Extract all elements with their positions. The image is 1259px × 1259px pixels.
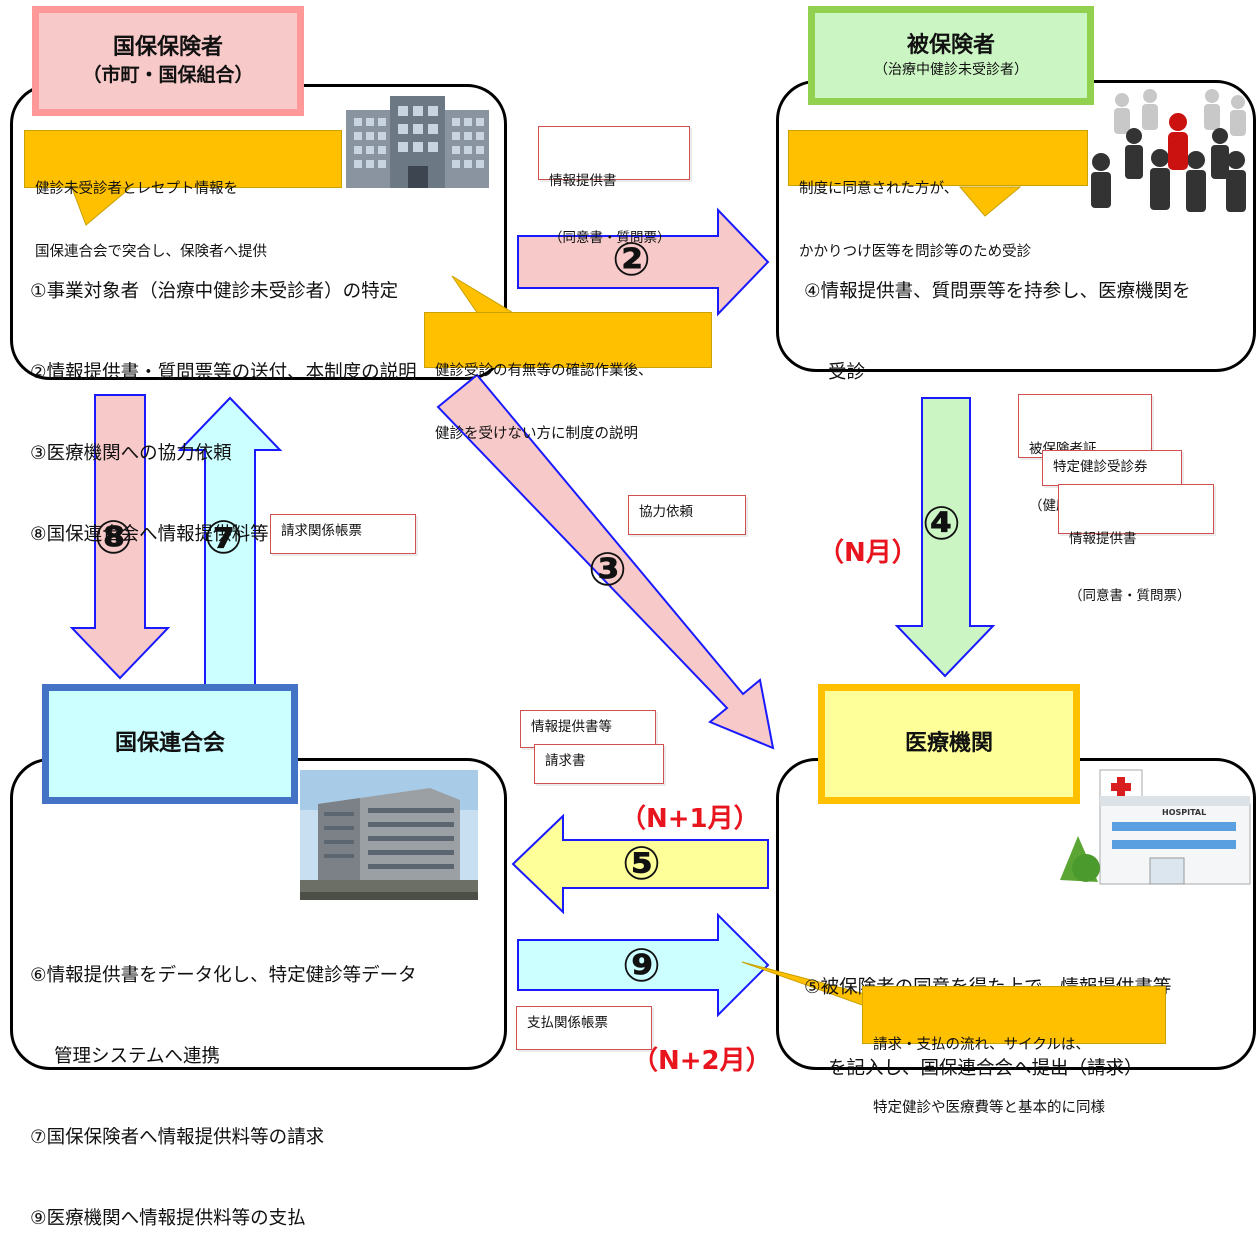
arrow-step-7 xyxy=(177,396,283,686)
step-5-label: ⑤ xyxy=(622,836,661,890)
doc-billing-forms: 請求関係帳票 xyxy=(270,514,416,554)
arrow-step-2 xyxy=(517,207,770,317)
office-building-image xyxy=(346,96,489,188)
doc-payment-forms: 支払関係帳票 xyxy=(516,1006,652,1050)
federation-task-7: ⑦国保保険者へ情報提供料等の請求 xyxy=(30,1127,325,1148)
insured-title: 被保険者 xyxy=(906,33,995,59)
hospital-title-box: 医療機関 xyxy=(818,684,1080,804)
insured-title-box: 被保険者 （治療中健診未受診者） xyxy=(808,6,1094,105)
step-3-label: ③ xyxy=(588,542,627,596)
insured-task-4: ④情報提供書、質問票等を持参し、医療機関を xyxy=(804,281,1191,302)
insurer-tasks: ①事業対象者（治療中健診未受診者）の特定 ②情報提供書・質問票等の送付、本制度の… xyxy=(30,224,417,575)
step-7-label: ⑦ xyxy=(204,510,243,564)
doc-info-form: 情報提供書 （同意書・質問票） xyxy=(538,126,690,246)
doc-invoice: 請求書 xyxy=(534,744,664,784)
timing-n1-month: （N+1月） xyxy=(620,804,760,834)
insurer-task-1: ①事業対象者（治療中健診未受診者）の特定 xyxy=(30,281,399,302)
callout-pointer-insurer xyxy=(71,187,132,226)
step-4-label: ④ xyxy=(922,496,961,550)
hospital-task-5-cont: を記入し、国保連合会へ提出（請求） xyxy=(828,1058,1143,1079)
insured-task-4-cont: 受診 xyxy=(828,362,866,383)
insured-tasks: ④情報提供書、質問票等を持参し、医療機関を 受診 xyxy=(804,224,1191,413)
federation-task-9: ⑨医療機関へ情報提供料等の支払 xyxy=(30,1208,306,1229)
timing-n-month: （N月） xyxy=(818,538,918,568)
explanation-callout: 健診受診の有無等の確認作業後、 健診を受けない方に制度の説明 xyxy=(424,312,712,442)
federation-tasks: ⑥情報提供書をデータ化し、特定健診等データ 管理システムへ連携 ⑦国保保険者へ情… xyxy=(30,908,417,1259)
federation-task-6-cont: 管理システムへ連携 xyxy=(54,1046,220,1067)
insurer-title-box: 国保保険者 （市町・国保組合） xyxy=(32,6,304,116)
hospital-sign: HOSPITAL xyxy=(1162,808,1207,817)
insurer-task-2: ②情報提供書・質問票等の送付、本制度の説明 xyxy=(30,362,417,383)
doc-cooperation: 協力依頼 xyxy=(628,495,746,535)
arrow-step-9 xyxy=(517,912,770,1018)
insurer-task-8: ⑧国保連合会へ情報提供料等の支払 xyxy=(30,524,325,545)
arrow-step-4 xyxy=(894,397,996,678)
doc-info-etc: 情報提供書等 xyxy=(520,710,656,748)
insurer-subtitle: （市町・国保組合） xyxy=(82,63,254,86)
doc-insured-card: 被保険者証 （健康保険証） xyxy=(1018,394,1152,514)
doc-info-form-2: 情報提供書 （同意書・質問票） xyxy=(1058,484,1214,604)
arrows-layer xyxy=(69,89,1251,1018)
federation-title: 国保連合会 xyxy=(114,730,225,756)
timing-n2-month: （N+2月） xyxy=(632,1046,772,1076)
insured-callout: 制度に同意された方が、 かかりつけ医等を問診等のため受診 xyxy=(788,130,1088,260)
federation-title-box: 国保連合会 xyxy=(42,684,298,804)
arrow-step-8 xyxy=(69,394,171,680)
step-9-label: ⑨ xyxy=(622,938,661,992)
hospital-callout: 請求・支払の流れ、サイクルは、 特定健診や医療費等と基本的に同様 xyxy=(862,986,1166,1116)
insured-subtitle: （治療中健診未受診者） xyxy=(874,61,1028,78)
federation-building-photo xyxy=(300,770,478,900)
arrow-step-3 xyxy=(436,373,775,750)
step-2-label: ② xyxy=(612,232,651,286)
doc-checkup-ticket: 特定健診受診券 xyxy=(1042,450,1182,486)
insurer-callout: 健診未受診者とレセプト情報を 国保連合会で突合し、保険者へ提供 xyxy=(24,130,342,260)
step-8-label: ⑧ xyxy=(94,510,133,564)
insurer-task-3: ③医療機関への協力依頼 xyxy=(30,443,232,464)
callout-pointer-explanation xyxy=(451,275,517,315)
callout-pointer-insured xyxy=(958,186,1022,217)
hospital-image xyxy=(1060,769,1251,885)
hospital-title: 医療機関 xyxy=(904,730,993,756)
insurer-title: 国保保険者 xyxy=(112,35,223,61)
federation-task-6: ⑥情報提供書をデータ化し、特定健診等データ xyxy=(30,965,417,986)
arrow-step-5 xyxy=(511,813,769,915)
people-group-image xyxy=(1091,89,1246,212)
